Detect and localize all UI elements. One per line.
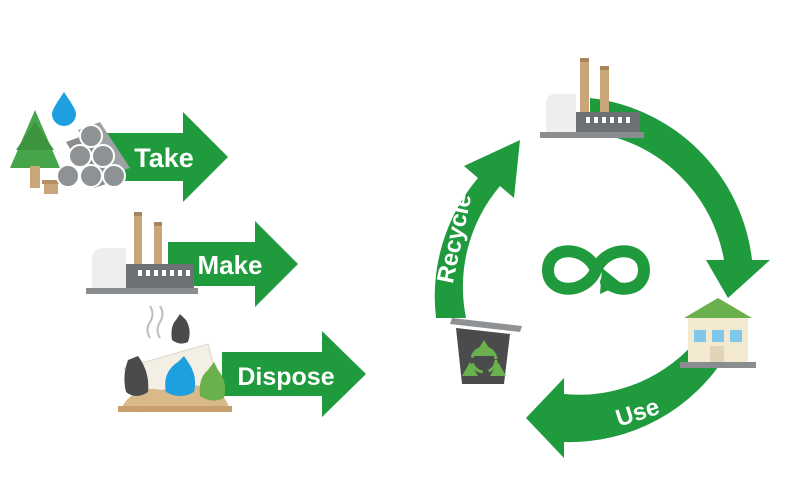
make-label-linear: Make (197, 250, 262, 280)
trash-bag-icon (165, 356, 196, 396)
trash-bag-icon (171, 314, 190, 344)
water-drop-icon (52, 92, 76, 126)
take-arrow: Take (100, 112, 228, 202)
infinity-loop-icon (541, 245, 651, 295)
dispose-label: Dispose (237, 363, 334, 391)
raw-materials-icon (10, 92, 130, 194)
recycle-symbol-icon (462, 340, 506, 376)
trash-bag-icon (124, 356, 149, 396)
factory-icon (86, 212, 198, 294)
pipes-icon (56, 122, 130, 188)
make-arrow-linear: Make (168, 221, 298, 307)
landfill-icon (118, 305, 232, 413)
take-label: Take (134, 143, 194, 173)
house-icon (680, 298, 756, 368)
dispose-arrow: Dispose (222, 331, 366, 417)
tree-icon (10, 110, 60, 194)
trash-bag-icon (199, 362, 226, 401)
smell-lines-icon (146, 305, 164, 339)
recycle-arrow: Recycle (432, 140, 520, 318)
factory-icon (540, 58, 644, 138)
recycling-bin-icon (450, 318, 522, 384)
